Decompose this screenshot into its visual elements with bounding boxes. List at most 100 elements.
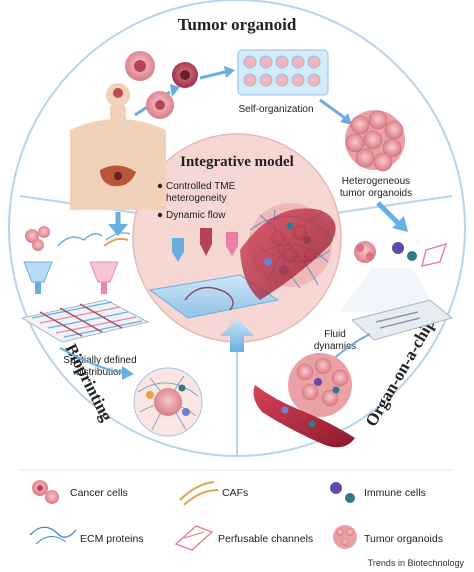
- label-self-organization: Self-organization: [238, 104, 313, 115]
- title-integrative-model: Integrative model: [180, 154, 294, 170]
- ecm-fiber: [105, 232, 131, 241]
- plate-well: [243, 73, 257, 87]
- chip-model-illustration: [253, 353, 355, 448]
- legend-label: Cancer cells: [70, 487, 128, 499]
- arrow-head-3: [340, 113, 352, 125]
- tumor-organoids-icon: [336, 528, 344, 536]
- arrow-into-center: [220, 318, 254, 352]
- arrow-organoid-to-chip: [376, 201, 402, 227]
- legend: Cancer cells CAFs Immune cells ECM prote…: [20, 469, 465, 568]
- immune-cell: [182, 408, 190, 416]
- label-heterogeneous-line2: tumor organoids: [340, 188, 412, 199]
- immune-cell: [314, 378, 322, 386]
- heterogeneous-organoid-cluster: [345, 110, 405, 172]
- immune-cell: [286, 222, 294, 230]
- bioprint-nozzles: [172, 228, 238, 262]
- arrow-head-4: [108, 224, 128, 236]
- plate-well: [275, 73, 289, 87]
- nozzle-pink-right: [89, 261, 119, 283]
- arrow-head-5: [392, 216, 408, 232]
- journal-credit: Trends in Biotechnology: [368, 558, 465, 568]
- organoid-cell: [366, 252, 374, 260]
- organoid-cell: [368, 110, 388, 130]
- caf-cell: [146, 391, 154, 399]
- chip-channel: [375, 311, 421, 329]
- organoid-cell: [321, 389, 339, 407]
- bioprinting-section: Spatially defined distribution: [20, 226, 203, 437]
- cancer-cell: [38, 226, 50, 238]
- printed-vessel-network: [184, 286, 234, 311]
- organoid-cell: [356, 244, 364, 252]
- label-fluid-line1: Fluid: [324, 329, 346, 340]
- caf-cell: [103, 237, 129, 247]
- cell-nucleus: [180, 70, 190, 80]
- arrow-head-1: [170, 84, 180, 97]
- human-body-figure: [70, 83, 166, 210]
- liver-tumor: [114, 172, 122, 180]
- arrow-head-2: [224, 66, 235, 78]
- organoid-cell: [331, 369, 349, 387]
- bioprinted-sphere: [133, 367, 203, 437]
- cafs-icon: [179, 481, 219, 506]
- printed-lattice: [31, 301, 143, 338]
- multiwell-plate: [237, 49, 329, 96]
- legend-item-tumor-organoids: Tumor organoids: [333, 525, 443, 549]
- nozzle-blue-left: [23, 261, 53, 283]
- hydrogel-block: [148, 274, 280, 319]
- organoid-cell: [384, 120, 404, 140]
- perfusable-channel-icon: [421, 243, 448, 267]
- bioprinter-nozzles: [23, 261, 119, 294]
- cancer-cell: [25, 229, 39, 243]
- plate-well: [291, 73, 305, 87]
- label-heterogeneous-line1: Heterogeneous: [342, 176, 410, 187]
- ecm-fiber: [57, 233, 103, 247]
- organoid-cell: [363, 130, 383, 150]
- legend-label: ECM proteins: [80, 533, 144, 545]
- immune-cell: [281, 406, 289, 414]
- nozzle-tip: [101, 282, 107, 294]
- legend-item-ecm-proteins: ECM proteins: [29, 526, 144, 545]
- nozzle-pink: [226, 232, 238, 246]
- arrow-head: [122, 366, 134, 380]
- bullet-dot: [157, 212, 163, 218]
- label-fluid-line2: dynamics: [314, 341, 356, 352]
- plate-well: [259, 55, 273, 69]
- legend-label: Tumor organoids: [364, 533, 443, 545]
- ecm-proteins-icon: [35, 536, 67, 545]
- organ-on-chip-section: Fluid dynamics: [253, 241, 454, 448]
- legend-label: Immune cells: [364, 487, 426, 499]
- immune-cell-icon: [407, 251, 417, 261]
- organoid-cell: [296, 363, 314, 381]
- microfluidic-chip: [350, 299, 454, 341]
- tumor-head-marker: [113, 88, 123, 98]
- nozzle-tip: [35, 282, 41, 294]
- arrow-bioprint-to-sphere: [59, 347, 126, 374]
- tumor-cells-group: [125, 51, 198, 119]
- nozzle-tip: [200, 244, 212, 256]
- cell-nucleus: [37, 485, 43, 491]
- cell-nucleus: [155, 100, 165, 110]
- label-spatial-line1: Spatially defined: [63, 355, 136, 366]
- immune-cells-icon: [345, 493, 355, 503]
- legend-item-cancer-cells: Cancer cells: [32, 480, 128, 504]
- plate-well: [307, 55, 321, 69]
- human-torso: [70, 119, 166, 210]
- organoid-cell: [345, 133, 365, 153]
- tumor-organoid-icon: [354, 241, 376, 263]
- blood-vessel: [253, 385, 355, 448]
- perfusable-channels-icon: [183, 531, 205, 539]
- organoid-cell: [301, 383, 319, 401]
- bioink-components: [25, 226, 131, 251]
- organoid-cell: [355, 148, 375, 168]
- divider-right: [321, 195, 453, 216]
- legend-item-perfusable-channels: Perfusable channels: [174, 525, 313, 551]
- legend-label: Perfusable channels: [218, 533, 313, 545]
- label-spatial-line2: distribution: [76, 367, 124, 378]
- cancer-cells-icon: [45, 490, 59, 504]
- cell-nucleus: [134, 60, 146, 72]
- immune-cells-icon: [330, 482, 342, 494]
- human-neck: [110, 106, 126, 120]
- arrow-plate-to-organoids: [319, 98, 346, 120]
